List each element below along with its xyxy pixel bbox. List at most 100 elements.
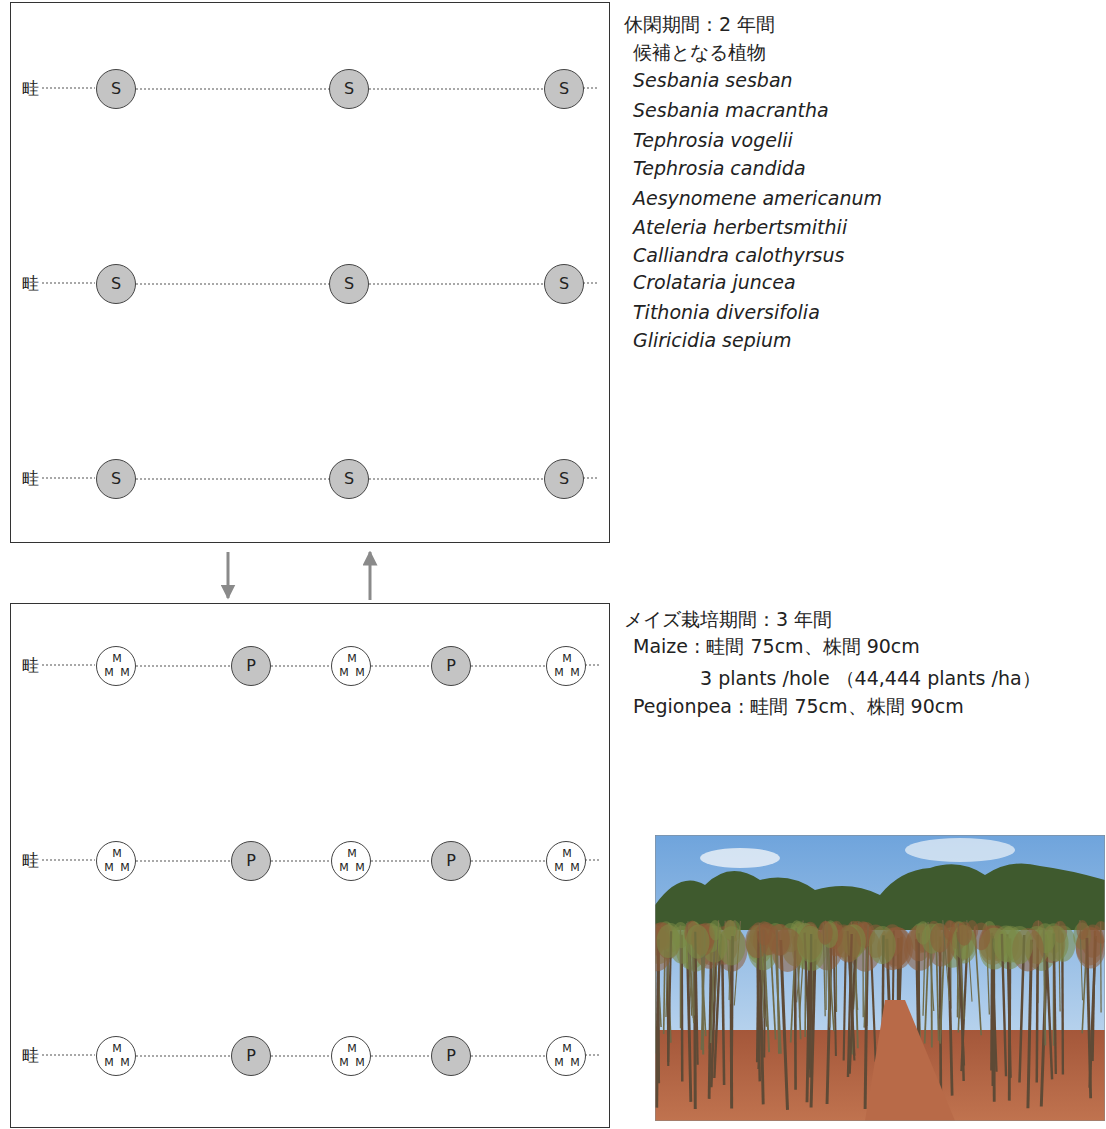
plant-letter: M — [112, 848, 122, 859]
row-line — [371, 1055, 431, 1057]
plant-letter: P — [446, 1048, 456, 1064]
maize-hill: MMM — [546, 1036, 586, 1076]
plant-letter: M — [347, 1043, 357, 1054]
row-line — [471, 1055, 546, 1057]
plant-letter: P — [246, 853, 256, 869]
plant-letter: M — [554, 667, 564, 678]
plant-foliage — [956, 921, 972, 945]
species-name: Tephrosia vogelii — [633, 129, 793, 151]
row-stubs — [42, 88, 599, 1055]
row-label: 畦 — [22, 272, 39, 294]
plant-letter: M — [347, 848, 357, 859]
plant-letter: S — [344, 81, 354, 97]
plant-letter: M — [104, 1057, 114, 1068]
row-line — [371, 665, 431, 667]
plant-letter: P — [246, 1048, 256, 1064]
row-line — [136, 88, 329, 90]
plant-letter: M — [554, 1057, 564, 1068]
plant-letter: M — [355, 667, 365, 678]
plant-foliage — [709, 920, 721, 940]
row-line — [471, 665, 546, 667]
row-label: 畦 — [22, 1044, 39, 1066]
plant-letter: M — [355, 1057, 365, 1068]
plant-hill: P — [431, 1036, 471, 1076]
species-name: Crolataria juncea — [633, 271, 796, 293]
plant-letter: S — [344, 471, 354, 487]
maize-hill: MMM — [96, 646, 136, 686]
species-name: Ateleria herbertsmithii — [633, 216, 847, 238]
species-name: Aesynomene americanum — [633, 187, 882, 209]
plant-letter: S — [559, 81, 569, 97]
plant-letter: S — [559, 471, 569, 487]
maize-hill: MMM — [96, 1036, 136, 1076]
plant-letter: S — [344, 276, 354, 292]
plant-foliage — [768, 924, 790, 956]
plant-foliage — [818, 921, 833, 945]
row-line — [136, 478, 329, 480]
plant-hill: P — [231, 841, 271, 881]
species-name: Calliandra calothyrsus — [633, 244, 844, 266]
plant-hill: P — [431, 646, 471, 686]
row-line — [369, 283, 544, 285]
plant-letter: M — [339, 667, 349, 678]
row-line — [471, 860, 546, 862]
maize-hill: MMM — [331, 1036, 371, 1076]
plant-letter: S — [111, 471, 121, 487]
period-box: 休閑期間：2 年間SSSSSSSSS — [10, 2, 610, 543]
row-line — [369, 478, 544, 480]
plant-letter: M — [562, 848, 572, 859]
plant-foliage — [718, 926, 746, 965]
row-line — [136, 860, 231, 862]
row-label: 畦 — [22, 654, 39, 676]
plant-foliage — [869, 926, 896, 964]
plant-letter: M — [554, 862, 564, 873]
plant-letter: M — [562, 1043, 572, 1054]
row-line — [136, 665, 231, 667]
spacing-note: Maize : 畦間 75cm、株間 90cm — [633, 635, 920, 657]
plant-hill: S — [329, 69, 369, 109]
plant-hill: S — [329, 459, 369, 499]
plant-letter: S — [111, 81, 121, 97]
period-heading: 休閑期間：2 年間 — [624, 13, 775, 35]
plant-letter: P — [446, 658, 456, 674]
plant-hill: S — [96, 69, 136, 109]
plant-hill: S — [544, 264, 584, 304]
plant-letter: P — [446, 853, 456, 869]
rotation-arrow — [227, 552, 230, 598]
row-label: 畦 — [22, 849, 39, 871]
plant-hill: S — [544, 459, 584, 499]
maize-hill: MMM — [546, 841, 586, 881]
row-label: 畦 — [22, 467, 39, 489]
plant-hill: P — [231, 1036, 271, 1076]
plant-foliage — [1094, 921, 1105, 944]
row-label: 畦 — [22, 77, 39, 99]
period-heading: メイズ栽培期間：3 年間 — [624, 608, 832, 630]
plant-letter: M — [120, 1057, 130, 1068]
maize-hill: MMM — [96, 841, 136, 881]
plant-foliage — [686, 925, 710, 959]
plant-letter: M — [104, 667, 114, 678]
list-heading: 候補となる植物 — [633, 41, 766, 63]
row-line — [136, 1055, 231, 1057]
species-name: Sesbania sesban — [633, 69, 793, 91]
row-line — [271, 665, 331, 667]
maize-hill: MMM — [331, 646, 371, 686]
rotation-arrow — [369, 552, 372, 600]
plant-hill: S — [544, 69, 584, 109]
plant-letter: S — [559, 276, 569, 292]
row-line — [271, 1055, 331, 1057]
period-box: メイズ栽培期間：3 年間MMMPMMMPMMMMMMPMMMPMMMMMMPMM… — [10, 603, 610, 1128]
plant-letter: M — [339, 862, 349, 873]
plant-letter: M — [570, 1057, 580, 1068]
plant-letter: P — [246, 658, 256, 674]
plant-letter: M — [112, 1043, 122, 1054]
plant-letter: S — [111, 276, 121, 292]
maize-hill: MMM — [546, 646, 586, 686]
density-note: 3 plants /hole （44,444 plants /ha） — [700, 667, 1041, 689]
row-line — [136, 283, 329, 285]
plant-foliage — [835, 926, 861, 963]
plant-letter: M — [570, 862, 580, 873]
plant-hill: P — [431, 841, 471, 881]
plant-foliage — [1006, 926, 1033, 964]
